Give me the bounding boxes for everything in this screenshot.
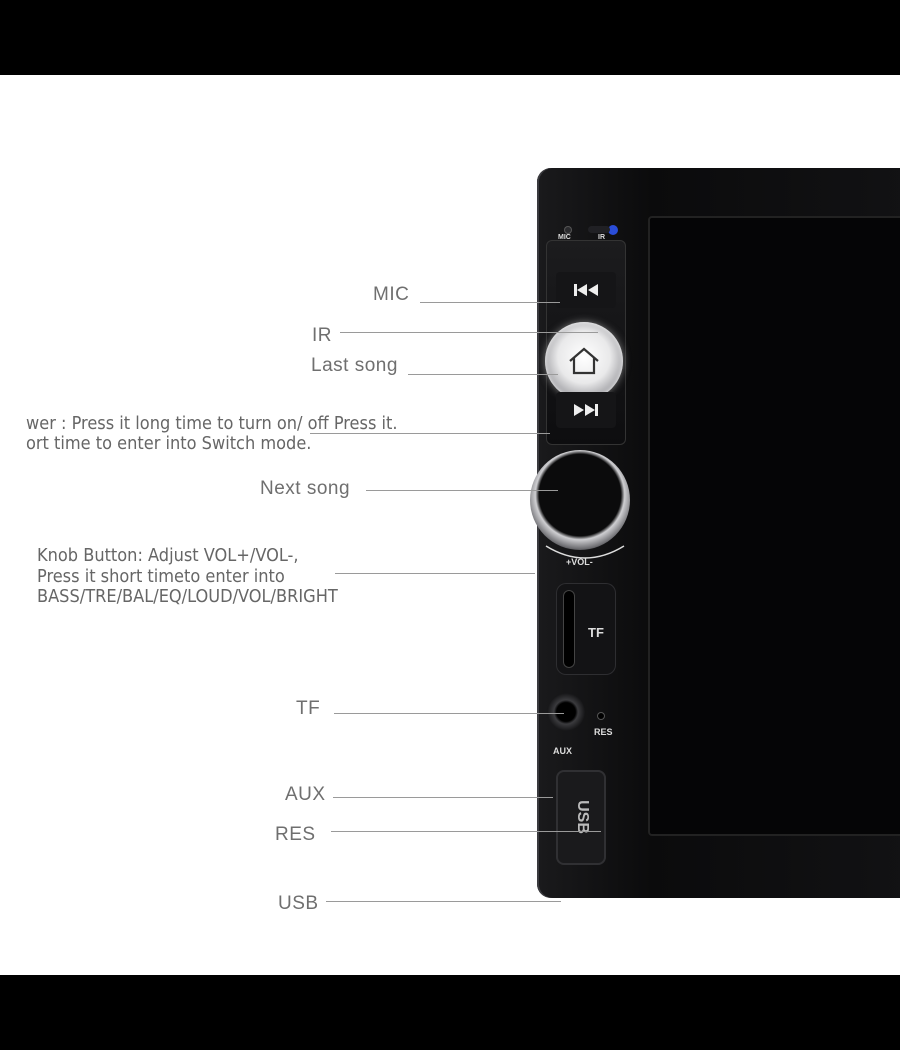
bottom-black-band <box>0 975 900 1050</box>
last-song-leader-line <box>408 374 558 375</box>
power-callout-line2: ort time to enter into Switch mode. <box>26 433 312 454</box>
ir-window <box>588 226 610 233</box>
ir-led <box>608 225 618 235</box>
aux-callout: AUX <box>285 784 326 805</box>
reset-pinhole[interactable] <box>598 713 604 719</box>
tf-callout: TF <box>296 698 321 719</box>
device-tf-label: TF <box>588 625 604 640</box>
aux-leader-line <box>333 797 553 798</box>
usb-leader-line <box>326 901 561 902</box>
top-black-band <box>0 0 900 75</box>
device-mic-label: MIC <box>558 234 571 241</box>
ir-leader-line <box>340 332 598 333</box>
res-callout: RES <box>275 824 316 845</box>
tf-leader-line <box>334 713 564 714</box>
knob-callout-line1: Knob Button: Adjust VOL+/VOL-, <box>37 545 299 566</box>
mic-hole <box>564 226 572 234</box>
knob-leader-line <box>335 573 535 574</box>
usb-callout: USB <box>278 893 319 914</box>
mic-leader-line <box>420 302 560 303</box>
device-aux-label: AUX <box>553 746 573 756</box>
next-song-callout: Next song <box>260 478 351 499</box>
power-callout-line1: wer : Press it long time to turn on/ off… <box>26 413 398 434</box>
usb-port[interactable] <box>556 770 606 865</box>
knob-callout-line3: BASS/TRE/BAL/EQ/LOUD/VOL/BRIGHT <box>37 586 338 607</box>
ir-callout: IR <box>312 325 332 346</box>
vol-arc <box>545 545 625 559</box>
aux-input-jack[interactable] <box>547 693 585 731</box>
next-song-leader-line <box>366 490 558 491</box>
next-track-icon <box>574 404 598 416</box>
home-icon <box>569 347 599 375</box>
device-ir-label: IR <box>598 234 605 241</box>
home-power-button[interactable] <box>545 322 623 400</box>
power-leader-line <box>310 433 550 434</box>
mic-callout: MIC <box>373 284 410 305</box>
device-res-label: RES <box>594 727 613 737</box>
tf-card-opening <box>563 590 575 668</box>
knob-callout-line2: Press it short timeto enter into <box>37 566 285 587</box>
last-song-button[interactable] <box>556 272 616 308</box>
next-song-button[interactable] <box>556 392 616 428</box>
volume-knob[interactable] <box>530 450 630 550</box>
previous-track-icon <box>574 284 598 296</box>
res-leader-line <box>331 831 601 832</box>
device-usb-label: USB <box>573 800 591 834</box>
touch-screen <box>648 216 900 836</box>
last-song-callout: Last song <box>311 355 398 376</box>
device-vol-label: +VOL- <box>566 557 593 567</box>
